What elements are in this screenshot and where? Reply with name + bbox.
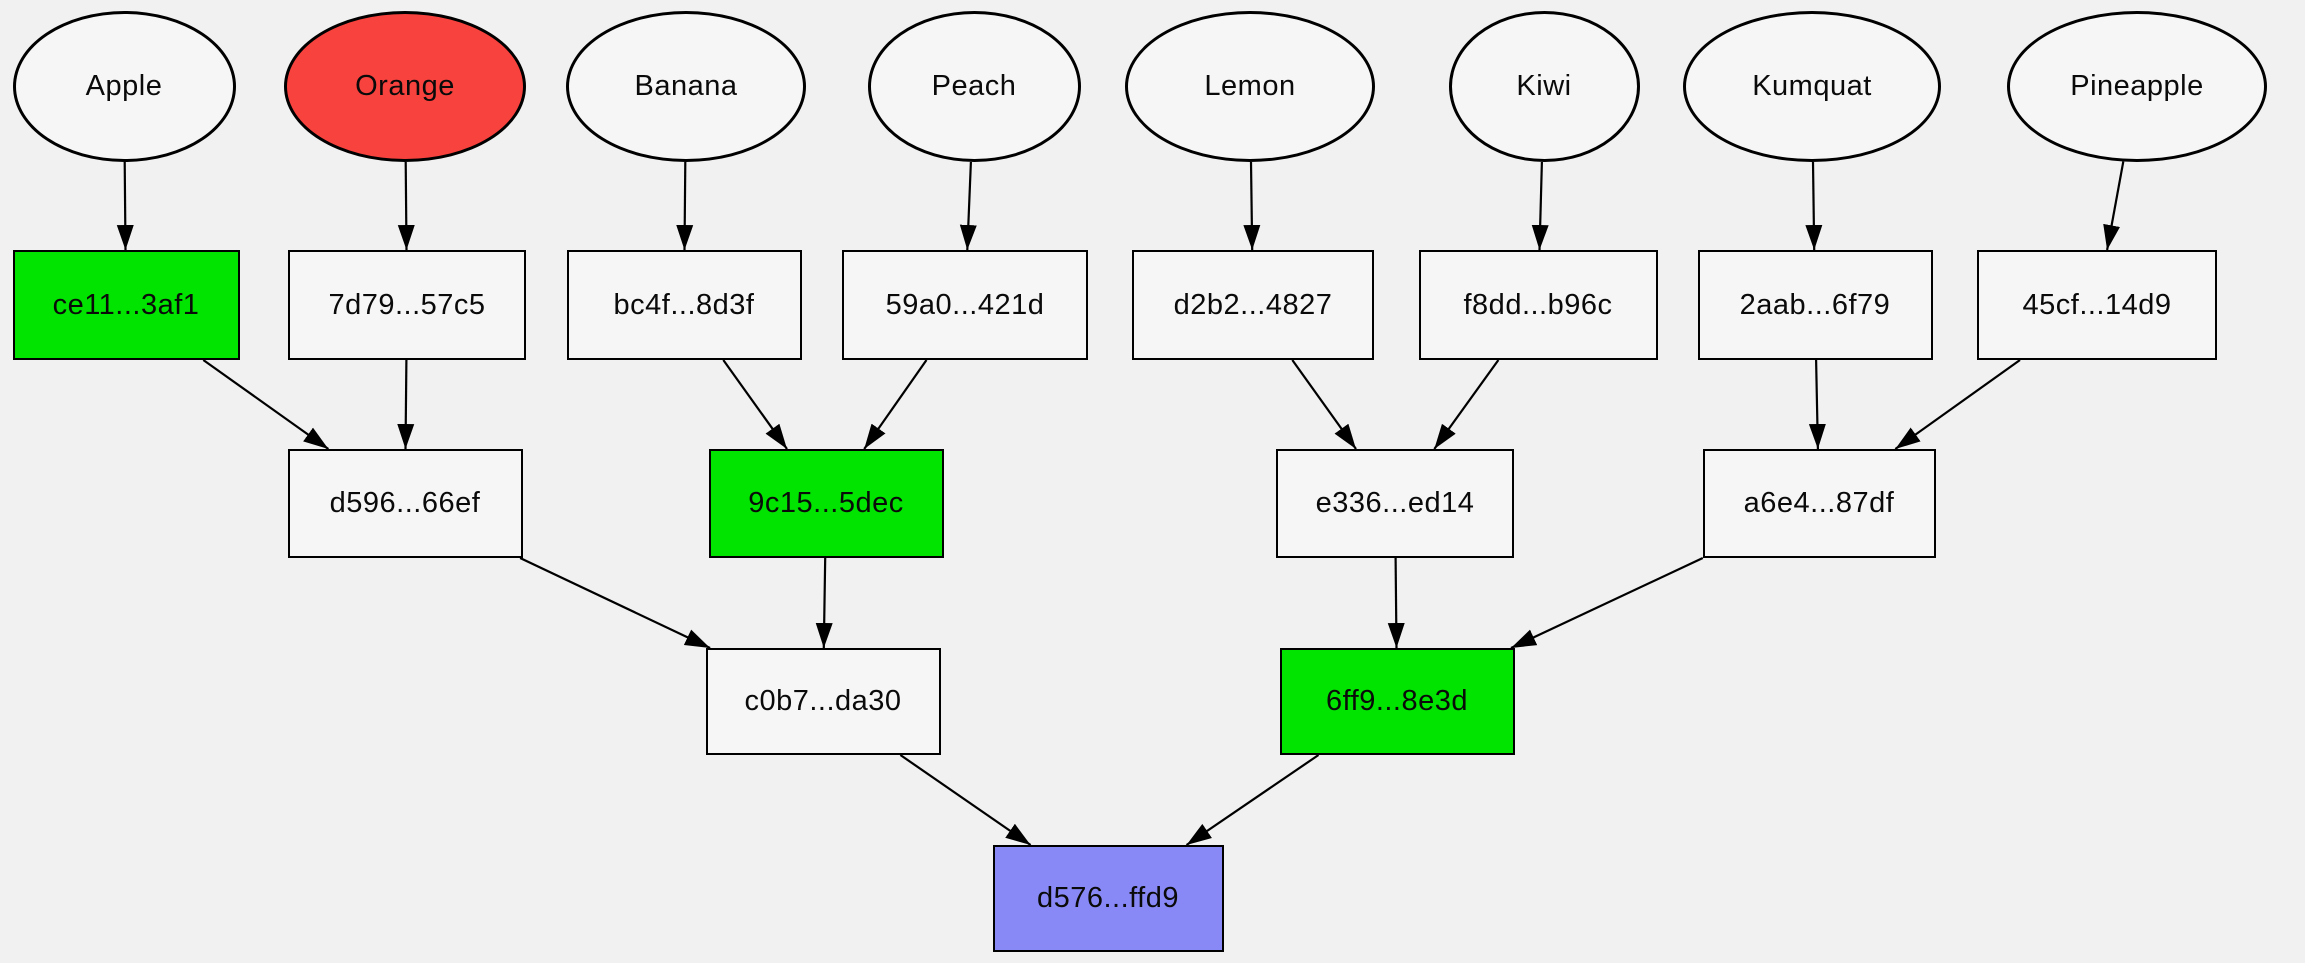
edge-h-apple-to-d596 <box>202 359 330 450</box>
edge-h-banana-to-9c15 <box>722 359 788 450</box>
node-label-h-apple: ce11...3af1 <box>52 288 200 321</box>
node-peach: Peach <box>867 11 1081 162</box>
node-h-banana: bc4f...8d3f <box>566 250 802 360</box>
edge-peach-to-h-peach <box>959 161 977 251</box>
edge-h-lemon-to-e336 <box>1291 359 1357 450</box>
node-label-lemon: Lemon <box>1204 70 1296 102</box>
edge-pineapple-to-h-pineapple <box>2103 161 2125 251</box>
node-h-kumquat: 2aab...6f79 <box>1697 250 1933 360</box>
node-label-6ff9: 6ff9...8e3d <box>1325 685 1469 717</box>
node-d596: d596...66ef <box>287 449 523 558</box>
edge-9c15-to-c0b7 <box>815 557 833 649</box>
node-kumquat: Kumquat <box>1683 11 1941 162</box>
node-label-9c15: 9c15...5dec <box>748 487 904 519</box>
node-6ff9: 6ff9...8e3d <box>1279 648 1515 755</box>
edge-h-pineapple-to-a6e4 <box>1894 359 2021 450</box>
node-banana: Banana <box>566 11 806 162</box>
edge-a6e4-to-6ff9 <box>1510 557 1704 649</box>
node-label-pineapple: Pineapple <box>2070 70 2204 102</box>
node-h-pineapple: 45cf...14d9 <box>1977 250 2217 360</box>
edge-apple-to-h-apple <box>116 161 134 251</box>
node-label-banana: Banana <box>634 70 738 102</box>
node-h-lemon: d2b2...4827 <box>1132 250 1374 360</box>
node-label-peach: Peach <box>931 70 1017 102</box>
node-9c15: 9c15...5dec <box>708 449 944 558</box>
node-kiwi: Kiwi <box>1448 11 1640 162</box>
edge-d596-to-c0b7 <box>519 557 711 649</box>
edge-kiwi-to-h-kiwi <box>1531 161 1549 251</box>
node-label-a6e4: a6e4...87df <box>1743 487 1895 519</box>
node-pineapple: Pineapple <box>2007 11 2267 162</box>
node-label-e336: e336...ed14 <box>1315 487 1475 519</box>
edge-h-orange-to-d596 <box>397 359 415 450</box>
node-label-c0b7: c0b7...da30 <box>744 685 902 717</box>
edge-banana-to-h-banana <box>676 161 694 251</box>
edge-kumquat-to-h-kumquat <box>1805 161 1823 251</box>
node-e336: e336...ed14 <box>1276 449 1514 558</box>
edge-e336-to-6ff9 <box>1387 557 1405 649</box>
edge-h-kiwi-to-e336 <box>1433 359 1500 450</box>
node-label-h-kumquat: 2aab...6f79 <box>1739 288 1891 321</box>
edge-c0b7-to-d576 <box>899 754 1032 846</box>
edge-6ff9-to-d576 <box>1185 754 1320 846</box>
node-h-peach: 59a0...421d <box>842 250 1088 360</box>
node-apple: Apple <box>12 11 236 162</box>
node-label-h-pineapple: 45cf...14d9 <box>2022 288 2172 321</box>
node-label-h-peach: 59a0...421d <box>885 288 1045 321</box>
node-a6e4: a6e4...87df <box>1702 449 1936 558</box>
node-label-h-lemon: d2b2...4827 <box>1173 288 1333 321</box>
node-c0b7: c0b7...da30 <box>705 648 941 755</box>
edge-h-kumquat-to-a6e4 <box>1808 359 1826 450</box>
node-label-h-banana: bc4f...8d3f <box>613 288 755 321</box>
node-h-kiwi: f8dd...b96c <box>1418 250 1658 360</box>
edge-orange-to-h-orange <box>397 161 415 251</box>
node-label-apple: Apple <box>85 70 163 102</box>
node-label-h-orange: 7d79...57c5 <box>328 288 486 321</box>
node-lemon: Lemon <box>1125 11 1375 162</box>
edge-h-peach-to-9c15 <box>863 359 928 450</box>
node-h-apple: ce11...3af1 <box>12 250 240 360</box>
node-label-h-kiwi: f8dd...b96c <box>1463 288 1613 321</box>
node-d576: d576...ffd9 <box>992 845 1224 952</box>
node-label-d596: d596...66ef <box>329 487 481 519</box>
node-h-orange: 7d79...57c5 <box>288 250 526 360</box>
node-orange: Orange <box>284 11 526 162</box>
node-label-d576: d576...ffd9 <box>1036 882 1180 914</box>
node-label-kiwi: Kiwi <box>1516 70 1572 102</box>
node-label-orange: Orange <box>355 70 455 102</box>
node-label-kumquat: Kumquat <box>1752 70 1872 102</box>
edge-lemon-to-h-lemon <box>1243 161 1261 251</box>
